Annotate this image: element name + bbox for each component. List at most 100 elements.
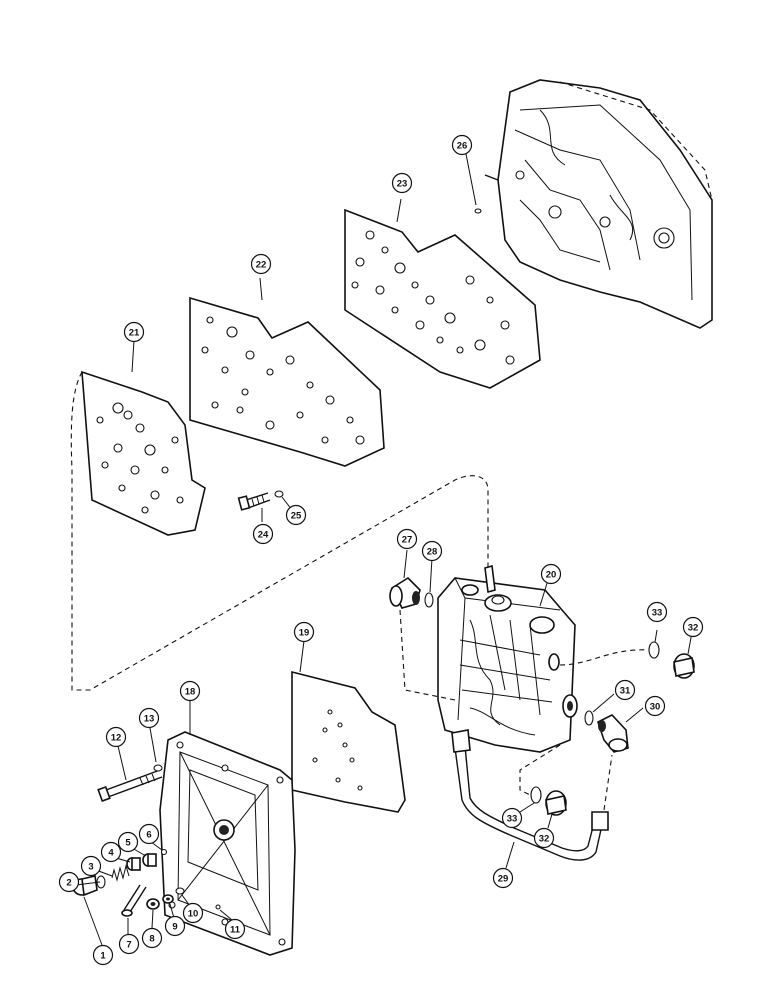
leader-27 [403,549,408,579]
plug-1 [72,875,98,897]
callout-label: 29 [498,874,509,885]
callout-label: 21 [129,328,140,339]
callout-circle [285,504,307,526]
callout-13: 13 [138,707,160,729]
callout-circle [117,831,139,853]
washer-13 [153,764,163,772]
callout-10: 10 [182,902,204,924]
callout-20: 20 [540,563,562,585]
callout-30: 30 [644,695,666,717]
callout-label: 20 [546,570,557,581]
leader-23 [396,198,402,223]
bolt-12 [97,769,163,803]
callout-circle [391,172,413,194]
callout-label: 12 [111,733,122,744]
callout-label: 10 [188,909,199,920]
callout-28: 28 [421,540,443,562]
callout-6: 6 [138,823,160,845]
leader-9 [169,903,175,919]
leader-29 [505,841,515,869]
leader-2 [75,881,101,886]
leader-21 [131,339,135,373]
callout-21: 21 [123,321,145,343]
plug-32-lower [545,790,567,816]
spring-3 [111,864,130,882]
callout-circle [682,616,704,638]
callout-18: 18 [179,680,201,702]
nut-9 [162,894,174,904]
callout-circle [492,867,514,889]
elbow-fitting-27 [389,576,421,609]
callout-label: 32 [688,623,699,634]
callout-circle [92,944,114,966]
callout-circle [224,918,246,940]
callout-label: 31 [620,686,631,697]
callout-label: 19 [299,628,310,639]
callout-label: 18 [185,687,196,698]
o-ring-33-upper [648,641,660,659]
callout-circle [141,927,163,949]
callout-label: 26 [457,141,468,152]
elbow-fitting-30 [597,714,629,753]
callout-circle [105,726,127,748]
o-ring-31 [584,710,594,726]
leader-13 [149,727,157,763]
callout-label: 33 [507,814,518,825]
callout-12: 12 [105,726,127,748]
ball-11 [215,904,221,910]
callout-label: 23 [397,179,408,190]
callout-label: 25 [291,511,302,522]
callout-label: 4 [108,848,114,859]
callout-circle [182,902,204,924]
callout-label: 32 [539,834,550,845]
callout-1: 1 [92,944,114,966]
callout-29: 29 [492,867,514,889]
spool-5 [142,853,157,867]
gasket-plate-19 [291,670,406,813]
callout-circle [540,563,562,585]
callout-label: 6 [146,830,151,841]
callout-7: 7 [118,933,140,955]
callout-label: 5 [125,838,131,849]
callout-label: 24 [258,530,269,541]
leader-20 [539,579,549,607]
callout-circle [614,679,636,701]
callout-label: 30 [650,702,661,713]
callout-circle [138,707,160,729]
callout-24: 24 [252,523,274,545]
callout-3: 3 [80,855,102,877]
callout-circle [179,680,201,702]
callout-label: 1 [100,951,106,962]
callout-circle [100,841,122,863]
callout-32: 32 [533,827,555,849]
leader-33-lower [519,802,535,813]
washer-10 [175,887,185,895]
callout-label: 27 [402,535,413,546]
leader-22 [259,277,263,301]
callout-layer: 1234567891011121318192021222324252627282… [58,134,704,966]
washer-25 [274,490,284,498]
leader-19 [299,640,305,673]
gasket-plate-23 [344,208,541,389]
leader-31 [592,693,615,713]
callout-32: 32 [682,616,704,638]
leader-1 [83,896,103,946]
spool-4 [126,857,141,871]
callout-circle [421,540,443,562]
plug-32-upper [673,653,695,679]
leader-32-lower [547,813,553,829]
callout-circle [396,528,418,550]
callout-31: 31 [614,679,636,701]
callout-label: 28 [427,547,438,558]
callout-circle [644,695,666,717]
callout-label: 22 [256,260,267,271]
callout-circle [164,915,186,937]
callout-2: 2 [58,871,80,893]
o-ring-28 [424,592,434,608]
callout-label: 3 [88,862,93,873]
callout-label: 7 [126,940,131,951]
control-valve-body-20 [437,564,578,753]
callout-label: 2 [66,878,71,889]
